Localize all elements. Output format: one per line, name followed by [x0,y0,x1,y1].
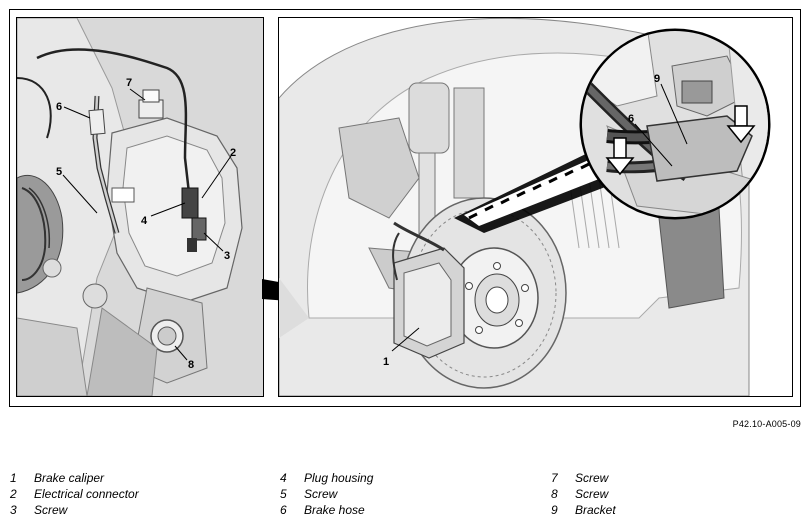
legend-label: Brake caliper [34,471,105,485]
callout-6-inset: 6 [628,113,634,125]
callout-4: 4 [141,215,148,227]
legend-item: 8 Screw [551,486,616,502]
main-panel-wheel-hub: 1 [278,17,793,397]
legend-number: 6 [280,503,287,517]
legend-item: 9 Bracket [551,502,616,518]
legend-item: 2 Electrical connector [10,486,139,502]
legend-item: 6 Brake hose [280,502,373,518]
down-arrow-icon-right [726,105,756,144]
callout-6: 6 [56,101,62,113]
callout-3: 3 [224,250,230,262]
legend-item: 4 Plug housing [280,470,373,486]
legend-item: 7 Screw [551,470,616,486]
figure-frame [9,9,801,407]
figure-reference-code: P42.10-A005-09 [732,419,801,429]
legend-item: 1 Brake caliper [10,470,139,486]
callout-9: 9 [654,73,660,85]
legend-label: Screw [34,503,68,517]
down-arrow-icon-left [605,137,635,176]
legend-label: Brake hose [304,503,365,517]
legend-column-2: 4 Plug housing 5 Screw 6 Brake hose [280,470,373,518]
legend-number: 1 [10,471,17,485]
legend-number: 3 [10,503,17,517]
legend-label: Bracket [575,503,616,517]
caliper-detail-drawing: 7 6 5 2 4 3 8 [17,18,263,396]
legend-label: Screw [304,487,338,501]
legend-number: 4 [280,471,287,485]
callout-7: 7 [126,77,132,89]
legend-number: 9 [551,503,558,517]
legend-item: 5 Screw [280,486,373,502]
legend-label: Screw [575,471,609,485]
legend-item: 3 Screw [10,502,139,518]
legend-label: Plug housing [304,471,374,485]
callout-1: 1 [383,356,389,368]
detail-panel-caliper: 7 6 5 2 4 3 8 [16,17,264,397]
legend-label: Electrical connector [34,487,139,501]
legend-number: 8 [551,487,558,501]
legend-number: 7 [551,471,558,485]
callout-8: 8 [188,359,194,371]
legend-number: 5 [280,487,287,501]
legend-label: Screw [575,487,609,501]
legend-column-1: 1 Brake caliper 2 Electrical connector 3 Sc… [10,470,139,518]
hose-bracket-inset: 9 6 [579,28,771,220]
callout-2: 2 [230,147,236,159]
callout-5: 5 [56,166,62,178]
legend-number: 2 [10,487,17,501]
